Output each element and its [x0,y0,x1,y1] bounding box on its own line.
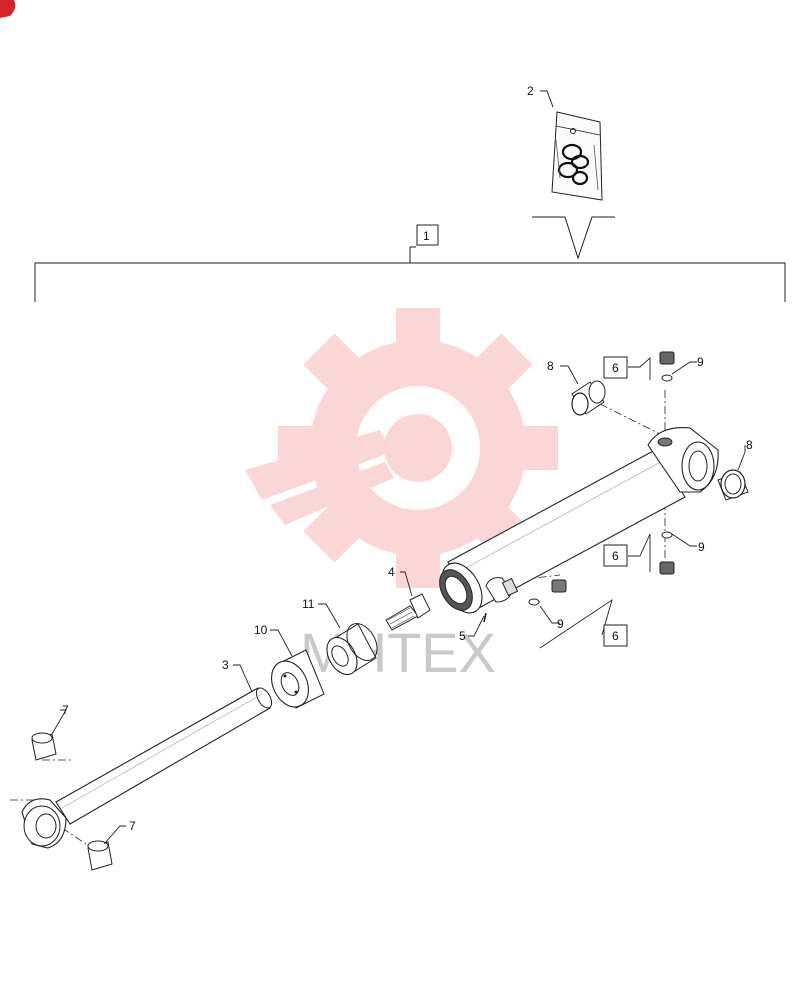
seal-5 [483,612,487,623]
callout-box-1: 1 [416,224,439,246]
bolt-4 [385,593,431,631]
callout-5: 5 [459,629,466,643]
callout-9-middle: 9 [698,540,705,554]
svg-text:6: 6 [612,361,619,375]
svg-text:6: 6 [612,629,619,643]
kit-pointer [532,216,615,260]
fitting-lower [659,531,675,575]
assembly-bracket [34,246,786,302]
callout-2: 2 [527,84,534,98]
callout-11: 11 [302,597,315,611]
callout-7-lower: 7 [129,819,136,833]
callout-9-lower: 9 [557,617,564,631]
fitting-side [528,579,567,606]
rod-eye [21,798,67,849]
leader-lines [51,356,746,845]
cylinder-barrel [439,449,686,614]
leader-2 [540,90,554,108]
callout-8-upper: 8 [547,359,554,373]
callout-box-6-middle: 6 [603,544,628,567]
svg-text:6: 6 [612,549,619,563]
corner-badge [0,0,16,18]
bushing-7-lower [87,840,113,871]
callout-box-6-lower: 6 [603,624,628,647]
gland-10 [271,649,325,709]
cap-end [647,427,719,493]
fitting-upper [659,351,675,382]
bushing-7-upper [31,732,57,761]
seal-kit-bag [551,111,603,201]
callout-8-lower: 8 [746,438,753,452]
piston-rod-3 [55,687,273,825]
callout-box-6-upper: 6 [603,356,628,379]
callout-3: 3 [222,658,229,672]
callout-9-upper: 9 [697,355,704,369]
callout-10: 10 [254,623,268,637]
port-fitting [485,577,519,603]
bushing-8-upper [571,380,606,416]
callout-4: 4 [388,565,395,579]
piston-11 [326,623,378,676]
svg-text:1: 1 [423,229,430,243]
callout-7-upper: 7 [62,703,69,717]
bushing-8-lower [717,469,749,501]
